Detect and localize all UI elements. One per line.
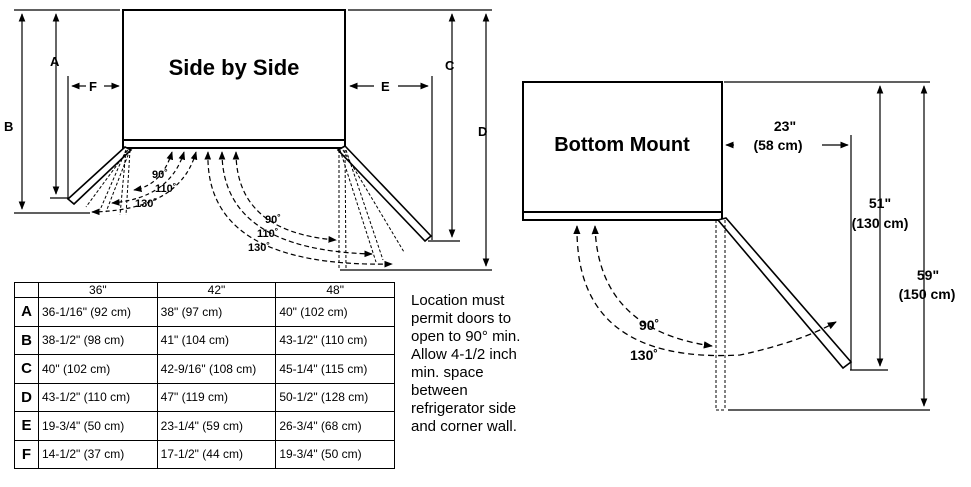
note-line: between [411,382,468,399]
table-cell: 43-1/2" (110 cm) [275,325,395,355]
dim-f-label: F [89,79,97,94]
table-row: A 36-1/16" (92 cm) 38" (97 cm) 40" (102 … [14,297,395,327]
bottom-mount-angle-130: 130˚ [630,347,658,363]
bottom-mount-swing-arcs [573,225,837,357]
left-angle-110: 110˚ [155,183,176,195]
dim-b-label: B [4,119,13,134]
table-cell: 17-1/2" (44 cm) [156,439,277,469]
table-header-cell: 48" [275,282,395,298]
bottom-mount-base [522,211,723,221]
table-cell: 38-1/2" (98 cm) [38,325,158,355]
right-door [336,144,433,243]
note-line: min. space [411,364,484,381]
row-label: B [14,325,39,355]
right-swing-arcs [204,151,393,268]
table-cell: 47" (119 cm) [156,382,277,412]
note-line: Allow 4-1/2 inch [411,346,517,363]
row-label: A [14,297,39,327]
bottom-mount-angle-90: 90˚ [639,317,659,333]
side-by-side-cabinet [122,9,346,141]
table-cell: 40" (102 cm) [275,297,395,327]
dim-f [67,76,120,198]
dim-a-label: A [50,54,60,69]
table-row: C 40" (102 cm) 42-9/16" (108 cm) 45-1/4"… [14,354,395,384]
table-cell: 36-1/16" (92 cm) [38,297,158,327]
row-label: C [14,354,39,384]
left-angle-90: 90˚ [152,169,168,181]
dim-width [725,135,852,370]
dim-d [340,9,492,271]
dim-door-metric: (130 cm) [852,215,909,231]
left-angle-130: 130˚ [135,198,157,210]
dim-c-label: C [445,58,455,73]
location-note: Location must permit doors to open to 90… [411,292,539,436]
row-label: D [14,382,39,412]
side-by-side-title: Side by Side [169,55,300,80]
dim-c [348,9,460,242]
dim-e [349,76,433,240]
bottom-mount-cabinet [522,81,723,213]
table-row: B 38-1/2" (98 cm) 41" (104 cm) 43-1/2" (… [14,325,395,355]
table-row: D 43-1/2" (110 cm) 47" (119 cm) 50-1/2" … [14,382,395,412]
dimension-table: 36" 42" 48" A 36-1/16" (92 cm) 38" (97 c… [14,282,395,469]
dim-door-value: 51" [869,195,891,211]
table-header-row: 36" 42" 48" [14,282,395,298]
note-line: refrigerator side [411,400,517,417]
table-cell: 23-1/4" (59 cm) [156,411,277,441]
note-line: and corner wall. [411,418,517,435]
row-label: F [14,439,39,469]
table-cell: 40" (102 cm) [38,354,158,384]
table-header-cell: 42" [156,282,277,298]
left-swing-arcs [91,151,198,216]
table-cell: 19-3/4" (50 cm) [275,439,395,469]
table-cell: 50-1/2" (128 cm) [275,382,395,412]
right-angle-90: 90˚ [265,214,281,226]
bottom-mount-door [716,217,853,370]
table-cell: 38" (97 cm) [156,297,277,327]
dim-total-value: 59" [917,267,939,283]
table-header-cell: 36" [38,282,158,298]
table-row: F 14-1/2" (37 cm) 17-1/2" (44 cm) 19-3/4… [14,439,395,469]
table-cell: 45-1/4" (115 cm) [275,354,395,384]
dim-width-metric: (58 cm) [753,137,802,153]
table-cell: 19-3/4" (50 cm) [38,411,158,441]
table-cell: 14-1/2" (37 cm) [38,439,158,469]
table-cell: 26-3/4" (68 cm) [275,411,395,441]
note-line: permit doors to [411,310,512,327]
row-label: E [14,411,39,441]
table-cell: 41" (104 cm) [156,325,277,355]
right-angle-130: 130˚ [248,242,270,254]
bottom-mount-title: Bottom Mount [554,134,690,156]
side-by-side-base [122,139,346,149]
dim-total-metric: (150 cm) [899,286,956,302]
dim-b [14,9,90,214]
bottom-mount-diagram: Bottom Mount 90˚ 130˚ 23" (58 cm) [522,81,956,411]
table-header-cell [14,282,39,298]
note-line: Location must [411,292,505,309]
table-cell: 43-1/2" (110 cm) [38,382,158,412]
dim-total [728,81,930,411]
dim-e-label: E [381,79,390,94]
bottom-mount-door-ghost [715,220,726,411]
dim-door [724,81,888,371]
dim-width-value: 23" [774,118,796,134]
right-angle-110: 110˚ [257,228,278,240]
dim-d-label: D [478,124,487,139]
table-cell: 42-9/16" (108 cm) [156,354,277,384]
table-row: E 19-3/4" (50 cm) 23-1/4" (59 cm) 26-3/4… [14,411,395,441]
note-line: open to 90° min. [411,328,521,345]
dim-a [50,9,120,199]
side-by-side-diagram: Side by Side 90˚ 110˚ 130˚ [4,9,492,271]
